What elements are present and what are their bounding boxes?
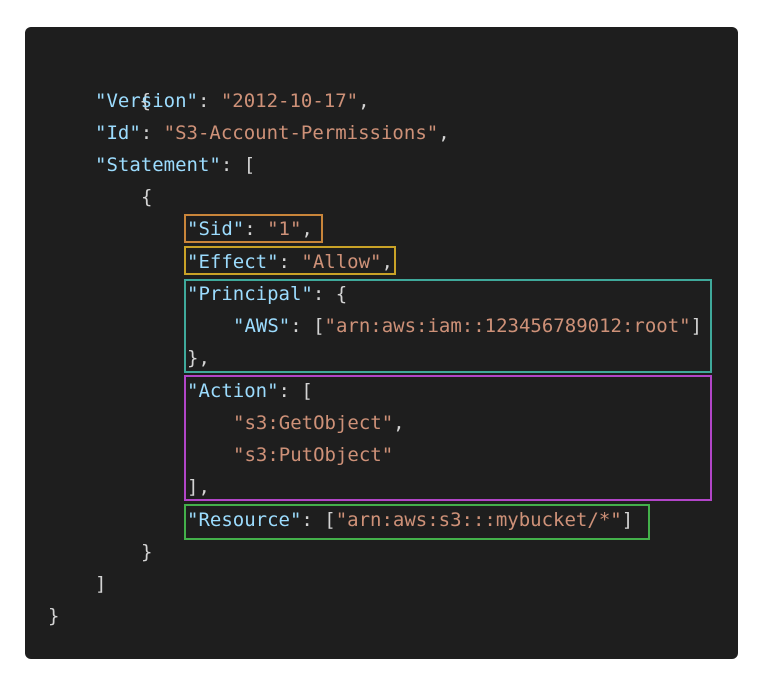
statement-close-brace: } bbox=[141, 541, 153, 563]
effect-value: "Allow" bbox=[301, 251, 382, 273]
code-editor-panel: { "Version": "2012-10-17", "Id": "S3-Acc… bbox=[25, 27, 738, 659]
statement-close-bracket: ] bbox=[95, 573, 107, 595]
code-line-sid: "Sid": "1", bbox=[187, 218, 313, 240]
code-line-action-2: "s3:PutObject" bbox=[233, 439, 393, 471]
action-open-bracket: [ bbox=[301, 380, 313, 402]
id-value: "S3-Account-Permissions" bbox=[163, 122, 439, 144]
action-put-object: "s3:PutObject" bbox=[233, 444, 394, 466]
principal-close: }, bbox=[187, 347, 210, 369]
code-line-action-close: ], bbox=[187, 471, 210, 503]
effect-key: "Effect" bbox=[187, 251, 279, 273]
code-line-principal: "Principal": { bbox=[187, 283, 348, 305]
code-line-action: "Action": [ bbox=[187, 380, 313, 402]
sid-value: "1" bbox=[267, 218, 302, 240]
code-line-statement-open-brace: { bbox=[141, 181, 152, 213]
code-line-statement: "Statement": [ bbox=[95, 154, 256, 176]
statement-key: "Statement" bbox=[95, 154, 221, 176]
code-line-version: "Version": "2012-10-17", bbox=[95, 90, 370, 112]
json-policy-code: { "Version": "2012-10-17", "Id": "S3-Acc… bbox=[25, 27, 738, 659]
statement-open-bracket: [ bbox=[243, 154, 256, 176]
aws-value: "arn:aws:iam::123456789012:root" bbox=[324, 315, 691, 337]
open-brace: { bbox=[139, 90, 151, 112]
resource-key: "Resource" bbox=[187, 509, 302, 531]
code-line-statement-close: ] bbox=[95, 568, 106, 600]
code-line-action-1: "s3:GetObject", bbox=[233, 412, 405, 434]
action-get-object: "s3:GetObject" bbox=[233, 412, 394, 434]
statement-open-brace: { bbox=[141, 186, 153, 208]
code-line-statement-close-brace: } bbox=[141, 536, 152, 568]
id-key: "Id" bbox=[95, 122, 141, 144]
version-key: "Version" bbox=[95, 90, 198, 112]
code-line-open-brace: { bbox=[48, 53, 151, 112]
close-brace: } bbox=[48, 605, 60, 627]
sid-key: "Sid" bbox=[187, 218, 245, 240]
principal-open-brace: { bbox=[335, 283, 348, 305]
action-close: ], bbox=[187, 476, 210, 498]
code-line-principal-close: }, bbox=[187, 342, 210, 374]
aws-key: "AWS" bbox=[233, 315, 291, 337]
code-line-resource: "Resource": ["arn:aws:s3:::mybucket/*"] bbox=[187, 509, 634, 531]
action-key: "Action" bbox=[187, 380, 279, 402]
code-line-close-brace: } bbox=[48, 600, 59, 632]
principal-key: "Principal" bbox=[187, 283, 313, 305]
resource-value: "arn:aws:s3:::mybucket/*" bbox=[335, 509, 622, 531]
version-value: "2012-10-17" bbox=[220, 90, 359, 112]
code-line-aws: "AWS": ["arn:aws:iam::123456789012:root"… bbox=[233, 315, 703, 337]
code-line-effect: "Effect": "Allow", bbox=[187, 251, 393, 273]
code-line-id: "Id": "S3-Account-Permissions", bbox=[95, 122, 450, 144]
